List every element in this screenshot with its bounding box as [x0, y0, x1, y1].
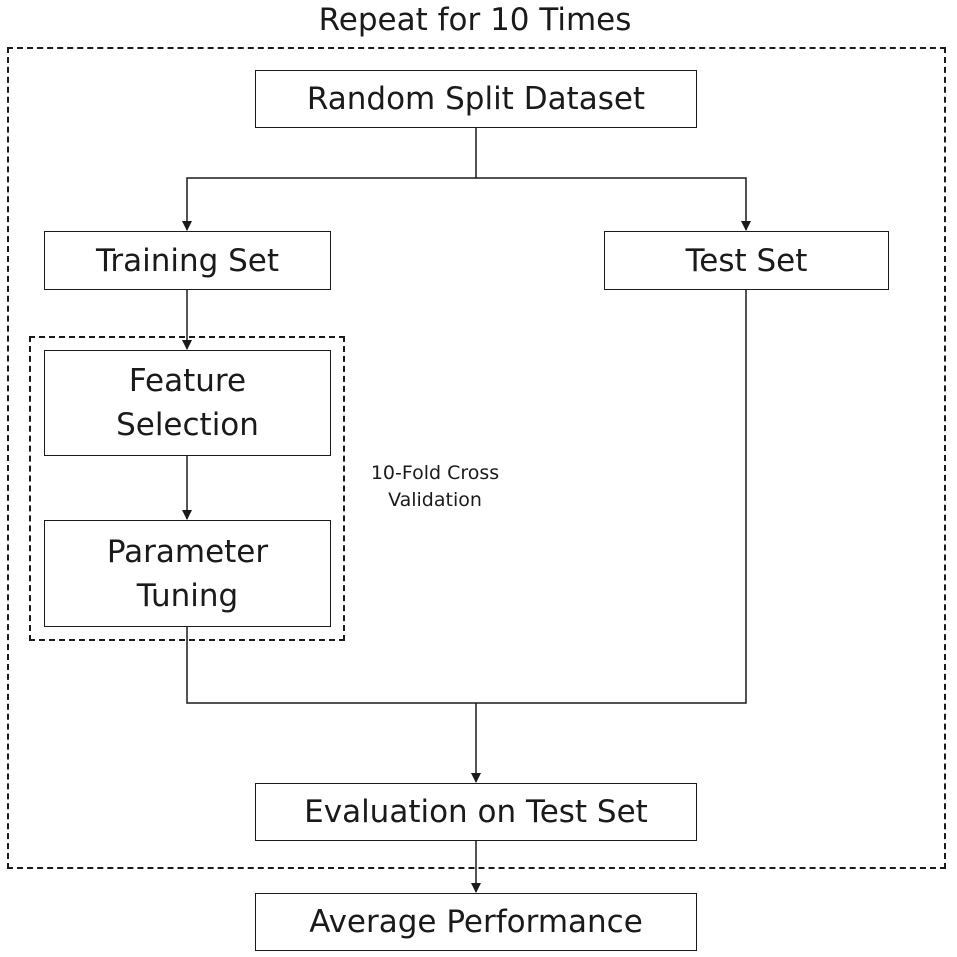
average-performance-node: Average Performance — [255, 893, 697, 951]
cross-validation-caption: 10-Fold Cross Validation — [370, 462, 500, 511]
edge-split-to-test — [476, 177, 751, 231]
cross-validation-frame — [29, 336, 345, 641]
training-set-node: Training Set — [44, 231, 331, 290]
evaluation-on-test-set-node: Evaluation on Test Set — [255, 783, 697, 841]
edge-parameter-tuning-to-merge — [186, 627, 476, 704]
edge-split-to-training — [182, 128, 477, 231]
repeat-loop-title: Repeat for 10 Times — [318, 2, 632, 38]
feature-selection-node: Feature Selection — [44, 350, 331, 456]
random-split-dataset-node: Random Split Dataset — [255, 70, 697, 128]
parameter-tuning-node: Parameter Tuning — [44, 520, 331, 627]
repeat-loop-frame — [7, 47, 946, 869]
edge-test-set-to-merge — [476, 290, 747, 704]
test-set-node: Test Set — [604, 231, 889, 290]
